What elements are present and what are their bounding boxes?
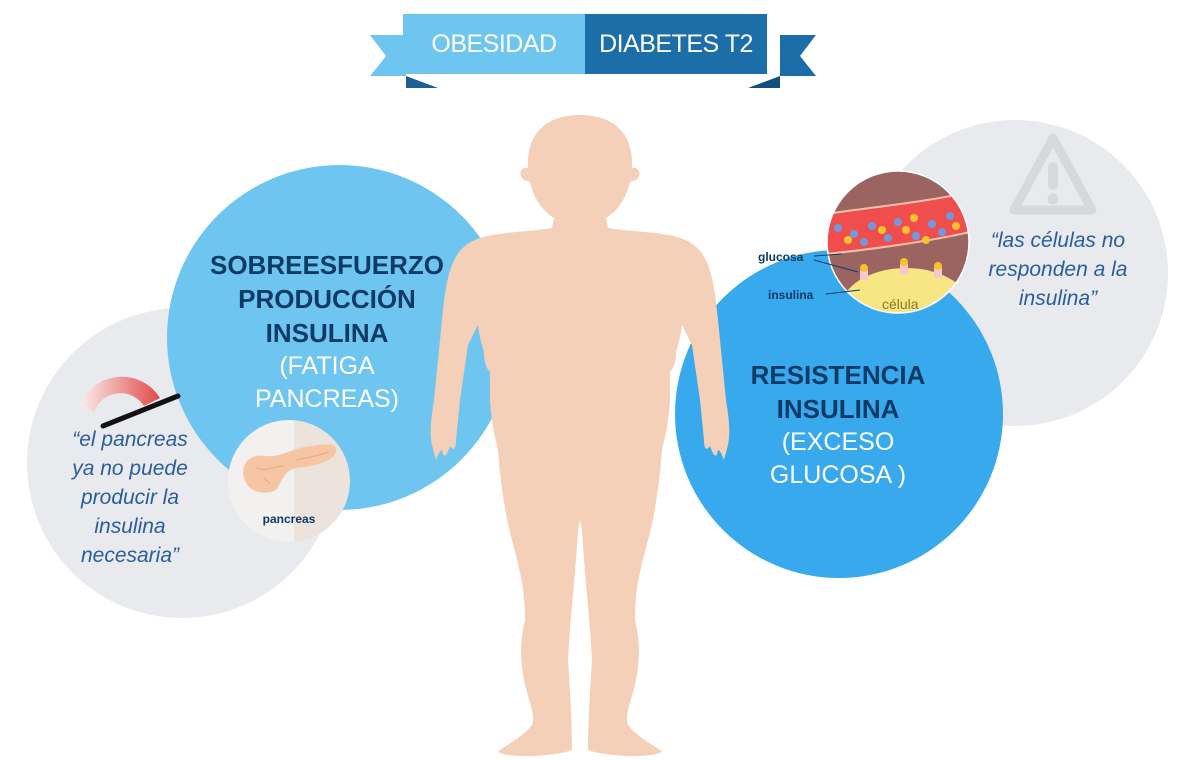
right-quote-line: responden a la: [988, 258, 1128, 281]
pancreas-label: pancreas: [262, 512, 316, 526]
right-heading-line: INSULINA: [776, 394, 900, 424]
left-heading-block: SOBREESFUERZO PRODUCCIÓN INSULINA (FATIG…: [187, 248, 467, 416]
left-quote-line: ya no puede: [72, 457, 188, 480]
left-heading-line: PRODUCCIÓN: [238, 284, 416, 314]
banner-left-label: OBESIDAD: [431, 29, 557, 58]
left-quote-line: “el pancreas: [72, 428, 188, 451]
right-heading-block: RESISTENCIA INSULINA (EXCESO GLUCOSA ): [728, 358, 948, 492]
right-blue-circle: [675, 250, 1003, 578]
left-quote-line: producir la: [80, 486, 180, 509]
glucose-label: glucosa: [758, 250, 804, 264]
banner-ribbon: [370, 35, 816, 88]
cell-label: célula: [882, 296, 919, 312]
right-sub-line: (EXCESO: [781, 428, 895, 456]
left-heading-line: SOBREESFUERZO: [209, 250, 445, 280]
right-quote-line: insulina”: [1018, 287, 1098, 310]
cell-diagram: [826, 170, 970, 314]
glucose-molecules: [834, 212, 960, 246]
pancreas-organ-icon: [243, 444, 337, 493]
left-quote-line: necesaria”: [80, 544, 180, 567]
right-quote: “las células no responden a la insulina”: [968, 226, 1148, 313]
insulin-receptors: [860, 258, 942, 280]
right-heading-line: RESISTENCIA: [750, 360, 926, 390]
banner-left: OBESIDAD: [403, 14, 585, 74]
left-quote: “el pancreas ya no puede producir la ins…: [50, 425, 210, 570]
insulin-label: insulina: [768, 288, 814, 302]
warning-icon: [1009, 133, 1097, 215]
right-quote-line: “las células no: [990, 229, 1126, 252]
left-quote-line: insulina: [94, 515, 166, 538]
label-pointer-lines: [813, 253, 861, 295]
pancreas-circle: pancreas: [228, 420, 350, 542]
right-sub-line: GLUCOSA ): [769, 461, 907, 489]
left-heading-line: INSULINA: [265, 318, 389, 348]
banner-right: DIABETES T2: [585, 14, 767, 74]
banner-right-label: DIABETES T2: [599, 29, 753, 58]
left-sub-line: (FATIGA: [279, 352, 375, 380]
human-silhouette-icon: [430, 115, 730, 757]
gauge-icon: [80, 376, 181, 429]
left-sub-line: PANCREAS): [254, 385, 399, 413]
